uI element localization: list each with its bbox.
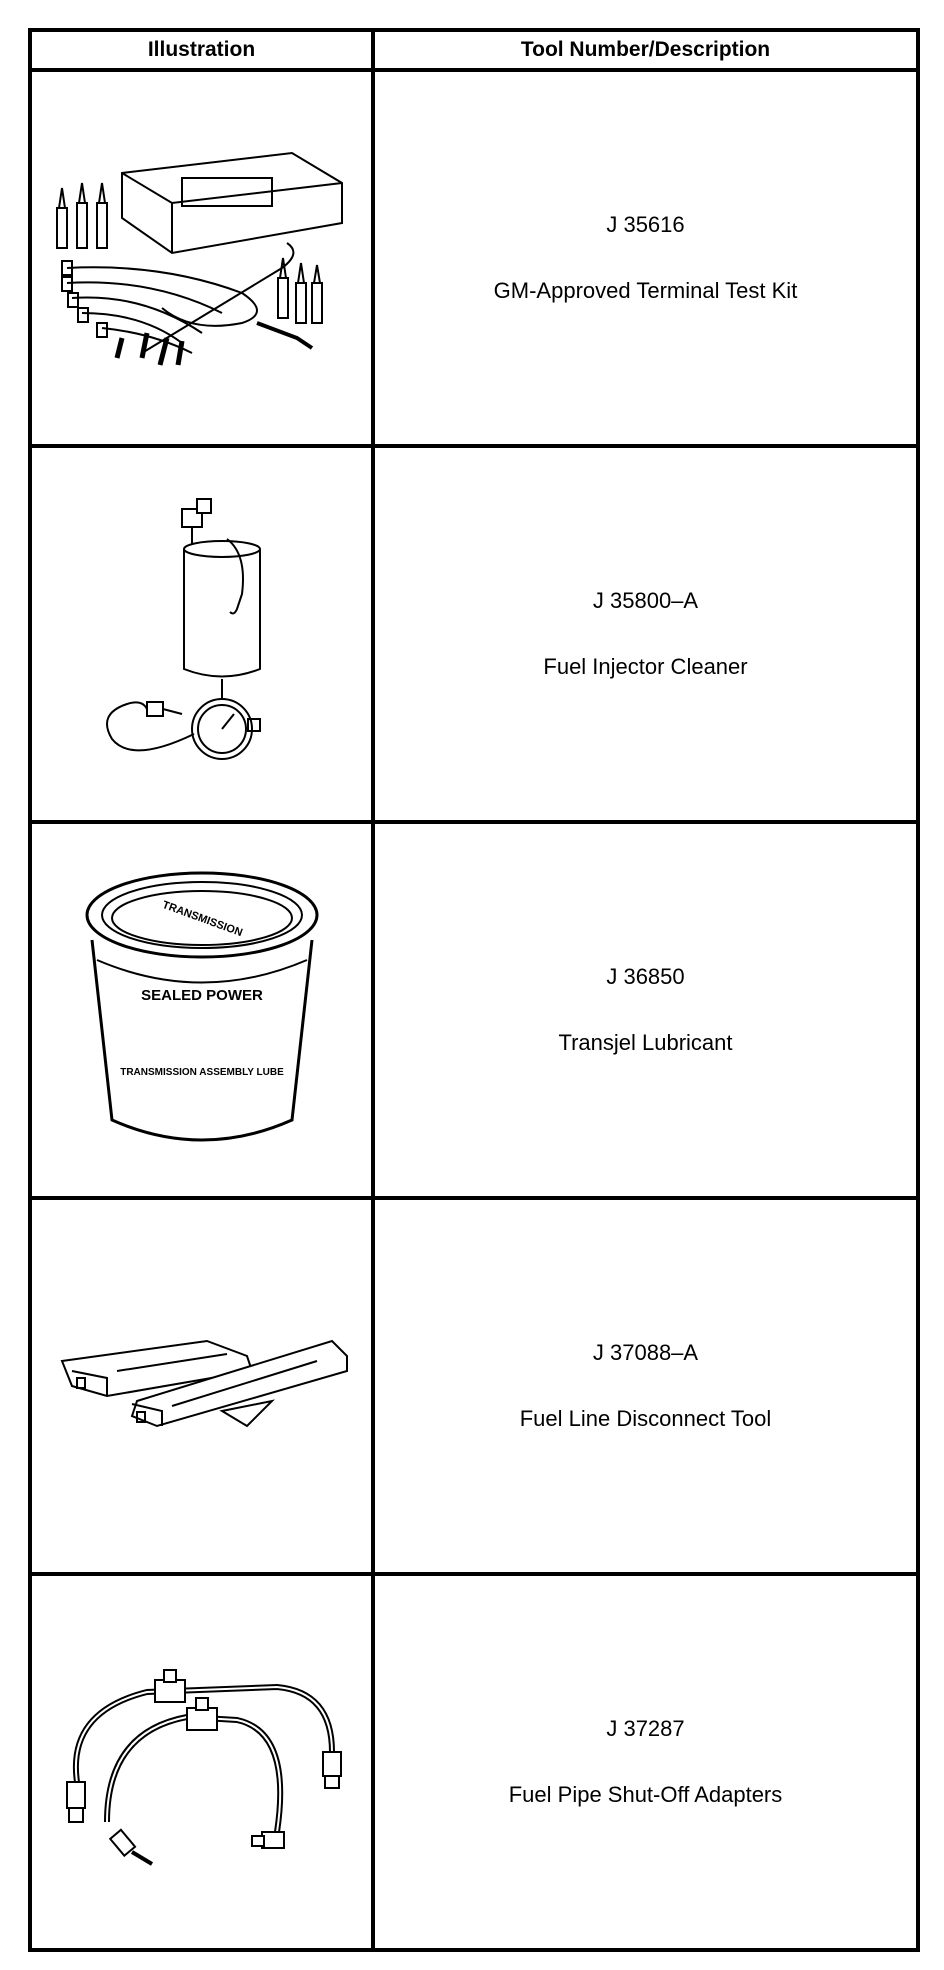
terminal-test-kit-icon bbox=[55, 151, 343, 366]
tool-table: Illustration Tool Number/Description bbox=[28, 28, 920, 1952]
description-cell: J 36850 Transjel Lubricant bbox=[371, 820, 920, 1200]
tool-description: Fuel Pipe Shut-Off Adapters bbox=[508, 1782, 783, 1807]
tool-number: J 36850 bbox=[606, 964, 685, 989]
description-cell: J 35800–A Fuel Injector Cleaner bbox=[371, 444, 920, 824]
tool-number: J 37088–A bbox=[592, 1340, 699, 1365]
illustration-cell: TRANSMISSION SEALED POWER TRANSMISSION A… bbox=[28, 820, 375, 1200]
header-description: Tool Number/Description bbox=[371, 28, 920, 72]
tool-number: J 35616 bbox=[606, 212, 685, 237]
illustration-cell bbox=[28, 1196, 375, 1576]
tool-description: Fuel Injector Cleaner bbox=[543, 654, 748, 679]
tool-description: GM-Approved Terminal Test Kit bbox=[493, 278, 798, 303]
shut-off-adapters-icon bbox=[65, 1669, 342, 1866]
table-row: TRANSMISSION SEALED POWER TRANSMISSION A… bbox=[28, 820, 920, 1200]
tub-label-text-2: TRANSMISSION ASSEMBLY LUBE bbox=[120, 1067, 284, 1078]
illustration-cell bbox=[28, 1572, 375, 1952]
description-cell: J 37287 Fuel Pipe Shut-Off Adapters bbox=[371, 1572, 920, 1952]
table-row: J 35800–A Fuel Injector Cleaner bbox=[28, 444, 920, 824]
table-header-row: Illustration Tool Number/Description bbox=[28, 28, 920, 72]
description-cell: J 35616 GM-Approved Terminal Test Kit bbox=[371, 68, 920, 448]
illustration-cell bbox=[28, 68, 375, 448]
tool-description: Fuel Line Disconnect Tool bbox=[519, 1406, 772, 1431]
table-row: J 37287 Fuel Pipe Shut-Off Adapters bbox=[28, 1572, 920, 1952]
tool-number: J 35800–A bbox=[592, 588, 699, 613]
tub-label-text: SEALED POWER bbox=[141, 987, 263, 1004]
tool-number: J 37287 bbox=[606, 1716, 685, 1741]
tool-description: Transjel Lubricant bbox=[558, 1030, 733, 1055]
description-cell: J 37088–A Fuel Line Disconnect Tool bbox=[371, 1196, 920, 1576]
fuel-injector-cleaner-icon bbox=[105, 498, 261, 760]
disconnect-tool-icon bbox=[60, 1339, 348, 1428]
lubricant-tub-icon: TRANSMISSION SEALED POWER TRANSMISSION A… bbox=[85, 871, 318, 1142]
table-row: J 37088–A Fuel Line Disconnect Tool bbox=[28, 1196, 920, 1576]
table-row: J 35616 GM-Approved Terminal Test Kit bbox=[28, 68, 920, 448]
illustration-cell bbox=[28, 444, 375, 824]
header-illustration: Illustration bbox=[28, 28, 375, 72]
